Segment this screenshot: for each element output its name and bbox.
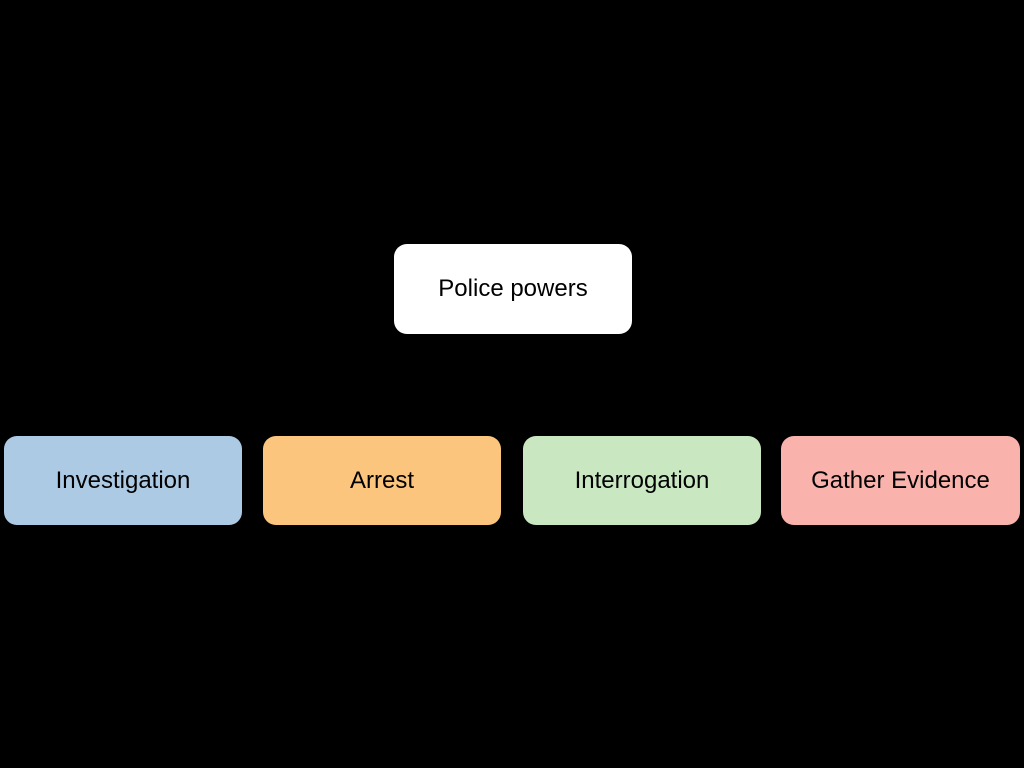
node-arrest: Arrest bbox=[263, 436, 501, 525]
node-police-powers: Police powers bbox=[394, 244, 632, 334]
node-investigation: Investigation bbox=[4, 436, 242, 525]
node-investigation-label: Investigation bbox=[55, 466, 191, 494]
node-arrest-label: Arrest bbox=[349, 466, 414, 494]
node-gather-evidence-label: Gather Evidence bbox=[811, 466, 990, 494]
node-police-powers-label: Police powers bbox=[438, 275, 588, 302]
node-gather-evidence: Gather Evidence bbox=[781, 436, 1020, 525]
node-interrogation: Interrogation bbox=[523, 436, 761, 525]
node-interrogation-label: Interrogation bbox=[574, 466, 710, 494]
